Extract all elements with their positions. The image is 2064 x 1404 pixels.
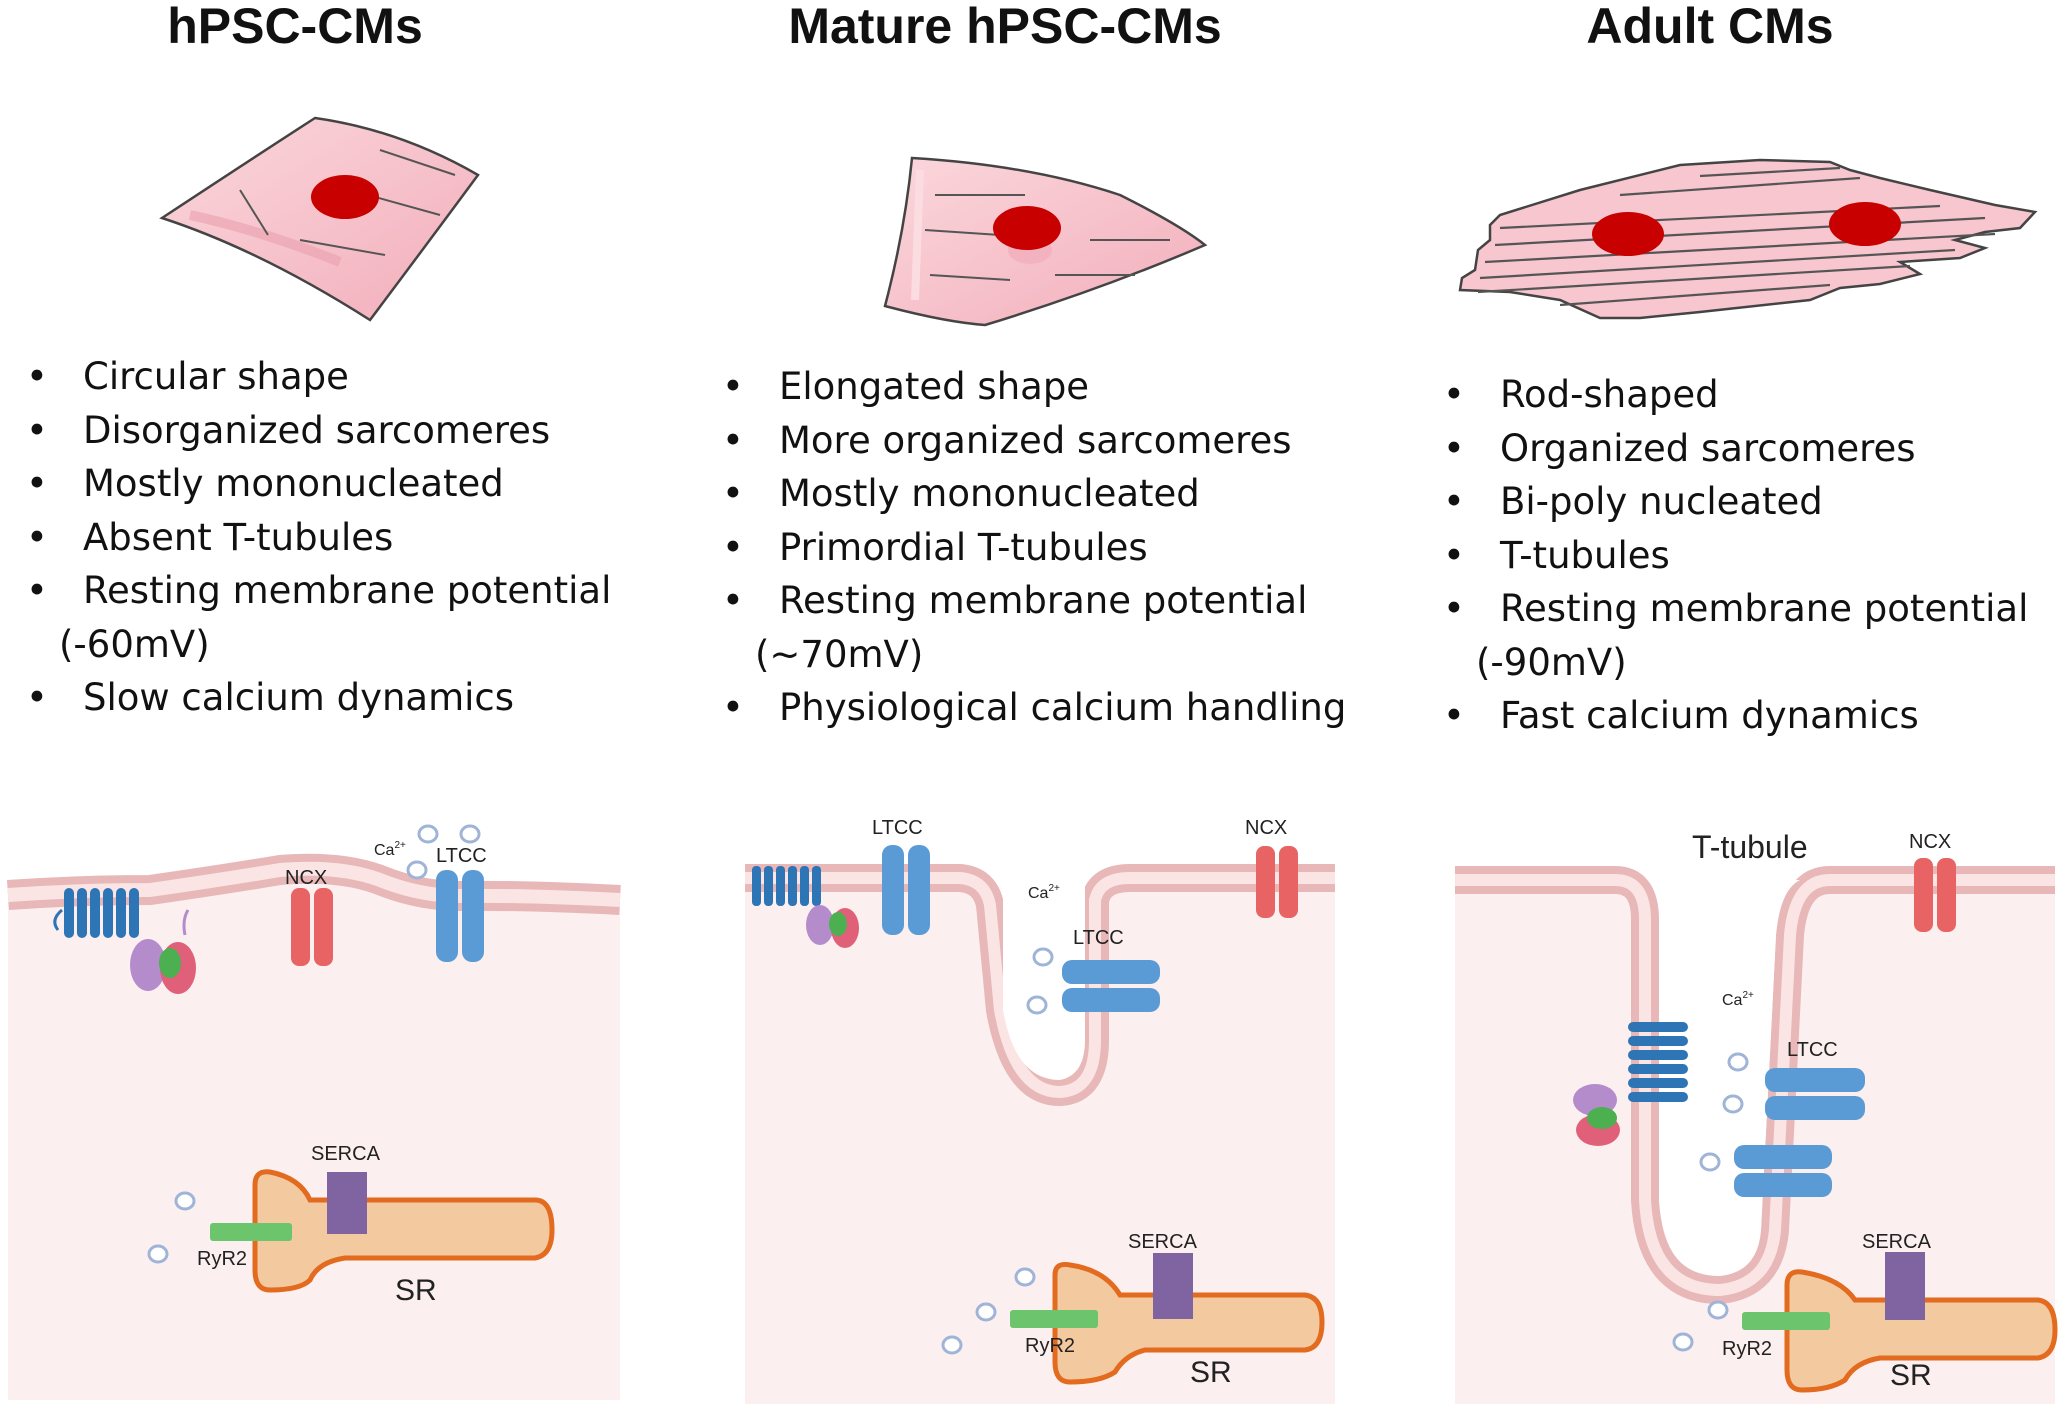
ncx-icon [291, 888, 333, 966]
list-item: More organized sarcomeres [722, 414, 1362, 468]
mature-membrane-panel [745, 845, 1335, 1404]
hpsc-cm-cell [159, 116, 480, 322]
column-title-mature-hpsc-cms: Mature hPSC-CMs [788, 0, 1222, 54]
serca-label: SERCA [311, 1143, 381, 1165]
t-tubule-label: T-tubule [1692, 829, 1808, 865]
mature-hpsc-cm-cell [883, 156, 1208, 327]
ncx-label: NCX [1909, 831, 1951, 853]
list-item: Resting membrane potential (-60mV) [26, 564, 626, 671]
adult-membrane-panel [1455, 858, 2058, 1404]
calcium-ions [941, 947, 1054, 1355]
list-item: Mostly mononucleated [722, 467, 1362, 521]
membrane-potential-value: (-60mV) [59, 622, 210, 666]
list-item: Rod-shaped [1443, 368, 2063, 422]
list-item: Disorganized sarcomeres [26, 404, 626, 458]
calcium-label: Ca2+ [374, 840, 406, 859]
mature-hpsc-cm-feature-list: Elongated shape More organized sarcomere… [722, 360, 1362, 735]
nucleus-icon [1829, 202, 1901, 246]
calcium-label: Ca2+ [1028, 883, 1060, 902]
list-item: Physiological calcium handling [722, 681, 1362, 735]
list-item: Organized sarcomeres [1443, 422, 2063, 476]
ryr2-icon [1010, 1310, 1098, 1328]
ltcc-label: LTCC [872, 817, 923, 839]
g-protein-icon [1573, 1084, 1620, 1146]
sr-icon [1052, 1262, 1325, 1385]
ncx-label: NCX [285, 867, 327, 889]
ncx-icon [1914, 858, 1956, 932]
list-item: Slow calcium dynamics [26, 671, 626, 725]
ncx-label: NCX [1245, 817, 1287, 839]
ncx-icon [1256, 846, 1298, 918]
list-item-text: Resting membrane potential [1500, 587, 2029, 630]
list-item: T-tubules [1443, 529, 2063, 583]
ltcc-icon [436, 870, 484, 962]
serca-icon [1885, 1252, 1925, 1320]
hpsc-cm-feature-list: Circular shape Disorganized sarcomeres M… [26, 350, 626, 725]
sr-label: SR [1890, 1359, 1932, 1392]
panel-labels: NCX LTCC Ca2+ SERCA RyR2 SR LTCC Ca2+ LT… [197, 817, 1951, 1392]
serca-icon [327, 1172, 367, 1234]
serca-label: SERCA [1862, 1231, 1932, 1253]
nucleus-icon [311, 175, 379, 219]
sr-label: SR [395, 1274, 437, 1307]
list-item: Primordial T-tubules [722, 521, 1362, 575]
ltcc-icon [1734, 1145, 1832, 1197]
g-protein-icon [806, 905, 859, 948]
ryr2-icon [210, 1223, 292, 1241]
ryr2-label: RyR2 [197, 1248, 247, 1270]
hpsc-cm-membrane-panel [6, 824, 621, 1400]
ltcc-icon [1765, 1068, 1865, 1120]
ltcc-label: LTCC [1073, 927, 1124, 949]
column-title-hpsc-cms: hPSC-CMs [167, 0, 423, 54]
adult-cm-feature-list: Rod-shaped Organized sarcomeres Bi-poly … [1443, 368, 2063, 743]
g-protein-icon [130, 909, 196, 994]
ryr2-icon [1742, 1312, 1830, 1330]
ryr2-label: RyR2 [1722, 1338, 1772, 1360]
membrane-potential-value: (-90mV) [1476, 640, 1627, 684]
calcium-ions [1672, 1052, 1881, 1352]
ltcc-label: LTCC [1787, 1039, 1838, 1061]
sr-icon [1784, 1269, 2058, 1393]
list-item: Bi-poly nucleated [1443, 475, 2063, 529]
list-item-text: Resting membrane potential [779, 579, 1308, 622]
membrane-potential-value: (~70mV) [755, 632, 924, 676]
list-item: Elongated shape [722, 360, 1362, 414]
list-item-text: Resting membrane potential [83, 569, 612, 612]
sr-label: SR [1190, 1356, 1232, 1389]
ltcc-icon [1062, 960, 1160, 1012]
list-item: Absent T-tubules [26, 511, 626, 565]
list-item: Fast calcium dynamics [1443, 689, 2063, 743]
serca-icon [1153, 1253, 1193, 1319]
nucleus-icon [1592, 212, 1664, 256]
receptor-icon [1628, 1022, 1688, 1102]
ltcc-icon [882, 845, 930, 935]
list-item: Resting membrane potential (~70mV) [722, 574, 1362, 681]
serca-label: SERCA [1128, 1231, 1198, 1253]
nucleus-icon [993, 206, 1061, 250]
ltcc-label: LTCC [436, 845, 487, 867]
adult-cm-cell [1458, 158, 2038, 320]
calcium-label: Ca2+ [1722, 990, 1754, 1009]
ryr2-label: RyR2 [1025, 1335, 1075, 1357]
list-item: Circular shape [26, 350, 626, 404]
receptor-icon [752, 866, 821, 906]
receptor-icon [53, 888, 139, 938]
list-item: Resting membrane potential (-90mV) [1443, 582, 2063, 689]
column-title-adult-cms: Adult CMs [1586, 0, 1834, 54]
list-item: Mostly mononucleated [26, 457, 626, 511]
